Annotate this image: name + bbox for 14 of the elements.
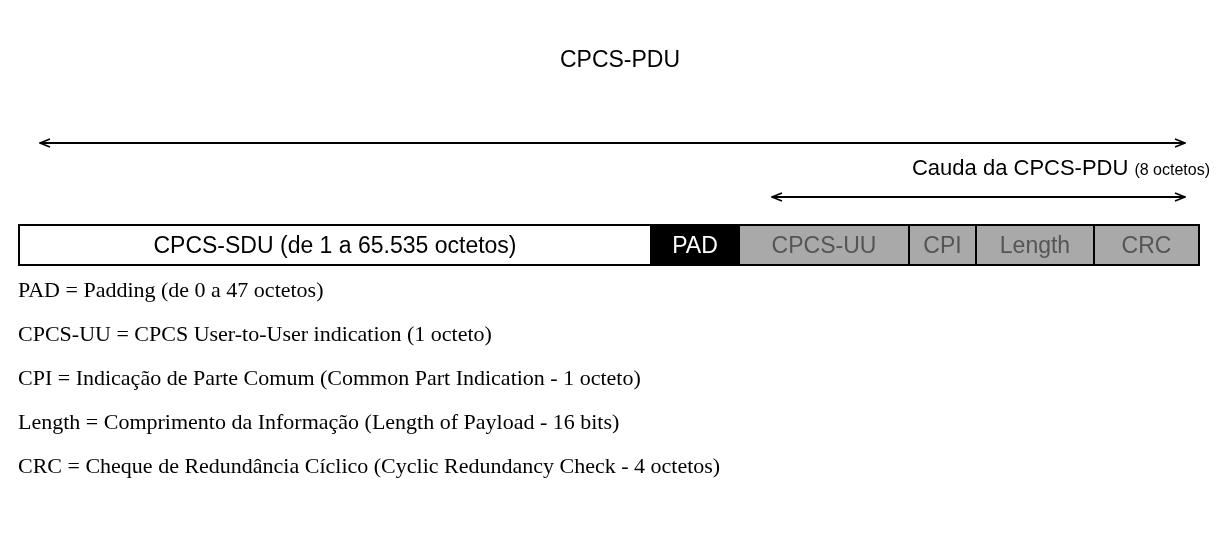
field-box: CPI — [908, 224, 977, 266]
title-label: CPCS-PDU — [558, 48, 682, 71]
definition-text: CPCS-UU = CPCS User-to-User indication (1 octeto) — [18, 320, 493, 348]
field-box: PAD — [650, 224, 740, 266]
field-box: CRC — [1093, 224, 1200, 266]
field-box: Length — [975, 224, 1095, 266]
definition-text: CRC = Cheque de Redundância Cíclico (Cyclic Redundancy Check - 4 octetos) — [18, 452, 721, 480]
span-note: (8 octetos) — [1134, 162, 1210, 178]
field-box: CPCS-UU — [738, 224, 910, 266]
definition-text: Length = Comprimento da Informação (Length of Payload - 16 bits) — [18, 408, 621, 436]
definition-text: CPI = Indicação de Parte Comum (Common Part Indication - 1 octeto) — [18, 364, 642, 392]
definition-text: PAD = Padding (de 0 a 47 octetos) — [18, 276, 325, 304]
field-box: CPCS-SDU (de 1 a 65.535 octetos) — [18, 224, 652, 266]
span-label: Cauda da CPCS-PDU — [911, 157, 1129, 179]
